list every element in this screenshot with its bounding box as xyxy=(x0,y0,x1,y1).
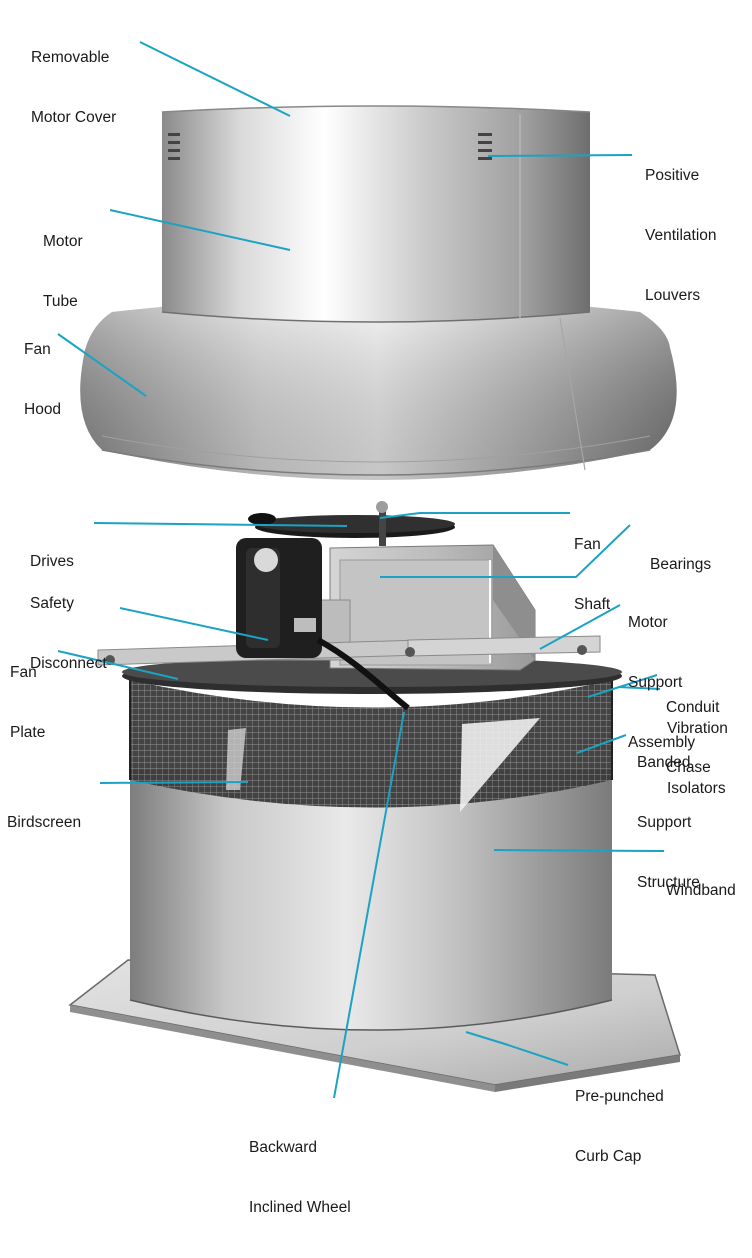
motor-tube xyxy=(161,105,591,323)
leader-vibration-isolators xyxy=(617,686,661,690)
label-bearings: Bearings xyxy=(650,556,712,573)
label-fan-hood: Fan Hood xyxy=(24,341,62,418)
label-windband: Windband xyxy=(666,882,736,899)
leader-windband xyxy=(493,849,665,852)
leader-fan-hood xyxy=(57,333,147,397)
leader-pre-punched-curb-cap xyxy=(465,1031,569,1066)
leader-backward-inclined-wheel xyxy=(333,711,405,1099)
label-conduit-chase: Conduit Chase xyxy=(666,699,720,776)
label-banded-support-structure: Banded Support Structure xyxy=(637,754,700,891)
leader-safety-disconnect xyxy=(119,607,269,641)
leader-birdscreen xyxy=(99,781,249,784)
label-fan-shaft: Fan Shaft xyxy=(574,536,611,613)
label-fan-plate: Fan Plate xyxy=(10,664,46,741)
fan-hood xyxy=(80,297,677,480)
label-removable-motor-cover: Removable Motor Cover xyxy=(31,49,117,126)
label-safety-disconnect: Safety Disconnect xyxy=(30,595,107,672)
label-motor-support-assembly: Motor Support Assembly xyxy=(628,614,696,751)
fan-diagram: Removable Motor Cover Positive Ventilati… xyxy=(7,41,736,1216)
leader-positive-ventilation-louvers xyxy=(487,154,633,157)
windband xyxy=(129,770,613,1031)
leader-bearings xyxy=(380,524,631,578)
birdscreen-mesh xyxy=(129,680,613,812)
label-pre-punched-curb-cap: Pre-punched Curb Cap xyxy=(575,1088,664,1165)
fan-illustration xyxy=(57,41,681,1099)
label-motor-tube: Motor Tube xyxy=(43,233,83,310)
label-drives: Drives xyxy=(30,553,74,570)
leader-lines xyxy=(57,41,665,1099)
drives xyxy=(248,501,455,546)
ventilation-louvers xyxy=(168,133,492,160)
leader-fan-shaft xyxy=(379,512,570,519)
leader-banded-support-structure xyxy=(576,734,627,754)
leader-removable-motor-cover xyxy=(139,41,291,117)
motor xyxy=(236,538,410,711)
leader-fan-plate xyxy=(57,650,179,680)
label-backward-inclined-wheel: Backward Inclined Wheel xyxy=(249,1139,351,1216)
leader-motor-support-assembly xyxy=(539,604,621,650)
motor-support-assembly xyxy=(97,544,601,671)
leader-drives xyxy=(93,522,348,527)
leader-conduit-chase xyxy=(587,674,658,698)
label-birdscreen: Birdscreen xyxy=(7,814,82,831)
label-vibration-isolators: Vibration Isolators xyxy=(667,720,728,797)
leader-motor-tube xyxy=(109,209,291,251)
label-positive-ventilation-louvers: Positive Ventilation Louvers xyxy=(645,167,717,304)
